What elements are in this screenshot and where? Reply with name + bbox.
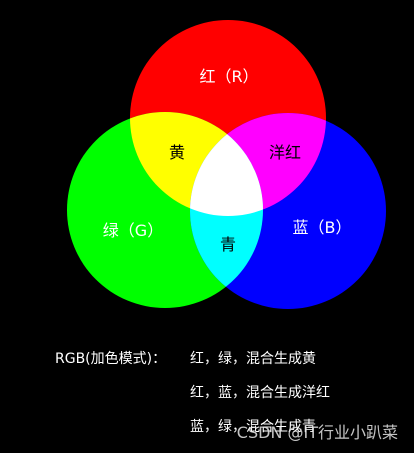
caption-line: 红，绿，混合生成黄 bbox=[190, 351, 316, 367]
caption-line: 红，蓝，混合生成洋红 bbox=[190, 385, 330, 401]
magenta-label: 洋红 bbox=[269, 143, 301, 162]
caption-title: RGB(加色模式)： bbox=[55, 351, 167, 367]
green-label: 绿（G） bbox=[103, 221, 163, 240]
cyan-label: 青 bbox=[220, 235, 236, 254]
blue-label: 蓝（B） bbox=[293, 218, 352, 237]
watermark: CSDN @IT行业小趴菜 bbox=[236, 423, 398, 442]
white-overlap bbox=[190, 113, 263, 216]
red-label: 红（R） bbox=[199, 67, 258, 86]
caption-line: 蓝，绿，混合生成青 bbox=[190, 419, 316, 435]
yellow-label: 黄 bbox=[169, 143, 185, 162]
